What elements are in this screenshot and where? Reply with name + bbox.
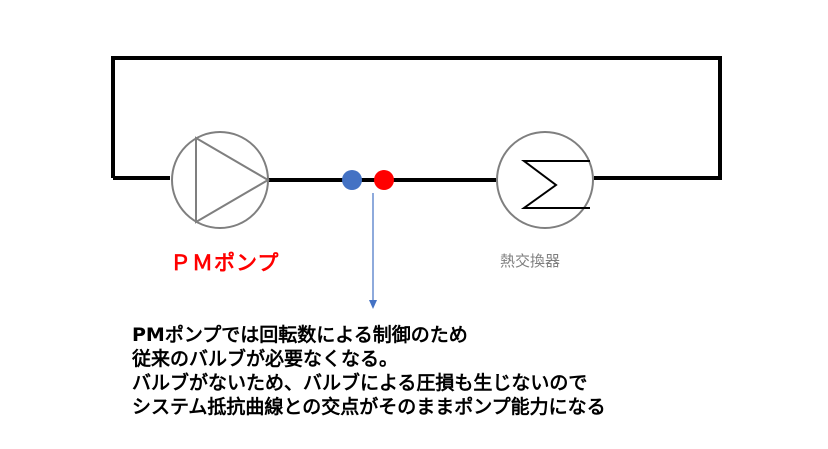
heat-exchanger-zigzag	[520, 160, 590, 209]
note-line-2: 従来のバルブが必要なくなる。	[132, 348, 399, 370]
return-pipe	[111, 56, 722, 180]
pump-triangle	[195, 136, 270, 224]
callout-arrow-head	[369, 300, 377, 309]
blue-point	[342, 170, 362, 190]
pump-symbol	[171, 131, 270, 229]
red-point	[374, 170, 394, 190]
note-line-1: PMポンプでは回転数による制御のため	[132, 324, 468, 346]
pump-circle	[171, 131, 269, 229]
heat-exchanger-circle	[496, 131, 594, 229]
heat-exchanger-label: 熱交換器	[500, 252, 561, 270]
pump-label: ＰＭポンプ	[170, 251, 280, 275]
heat-exchanger-symbol	[496, 131, 594, 229]
note-line-4: システム抵抗曲線との交点がそのままポンプ能力になる	[132, 396, 606, 418]
note-line-3: バルブがないため、バルブによる圧損も生じないので	[132, 372, 588, 394]
explanation-note: PMポンプでは回転数による制御のため 従来のバルブが必要なくなる。 バルブがない…	[132, 323, 822, 419]
